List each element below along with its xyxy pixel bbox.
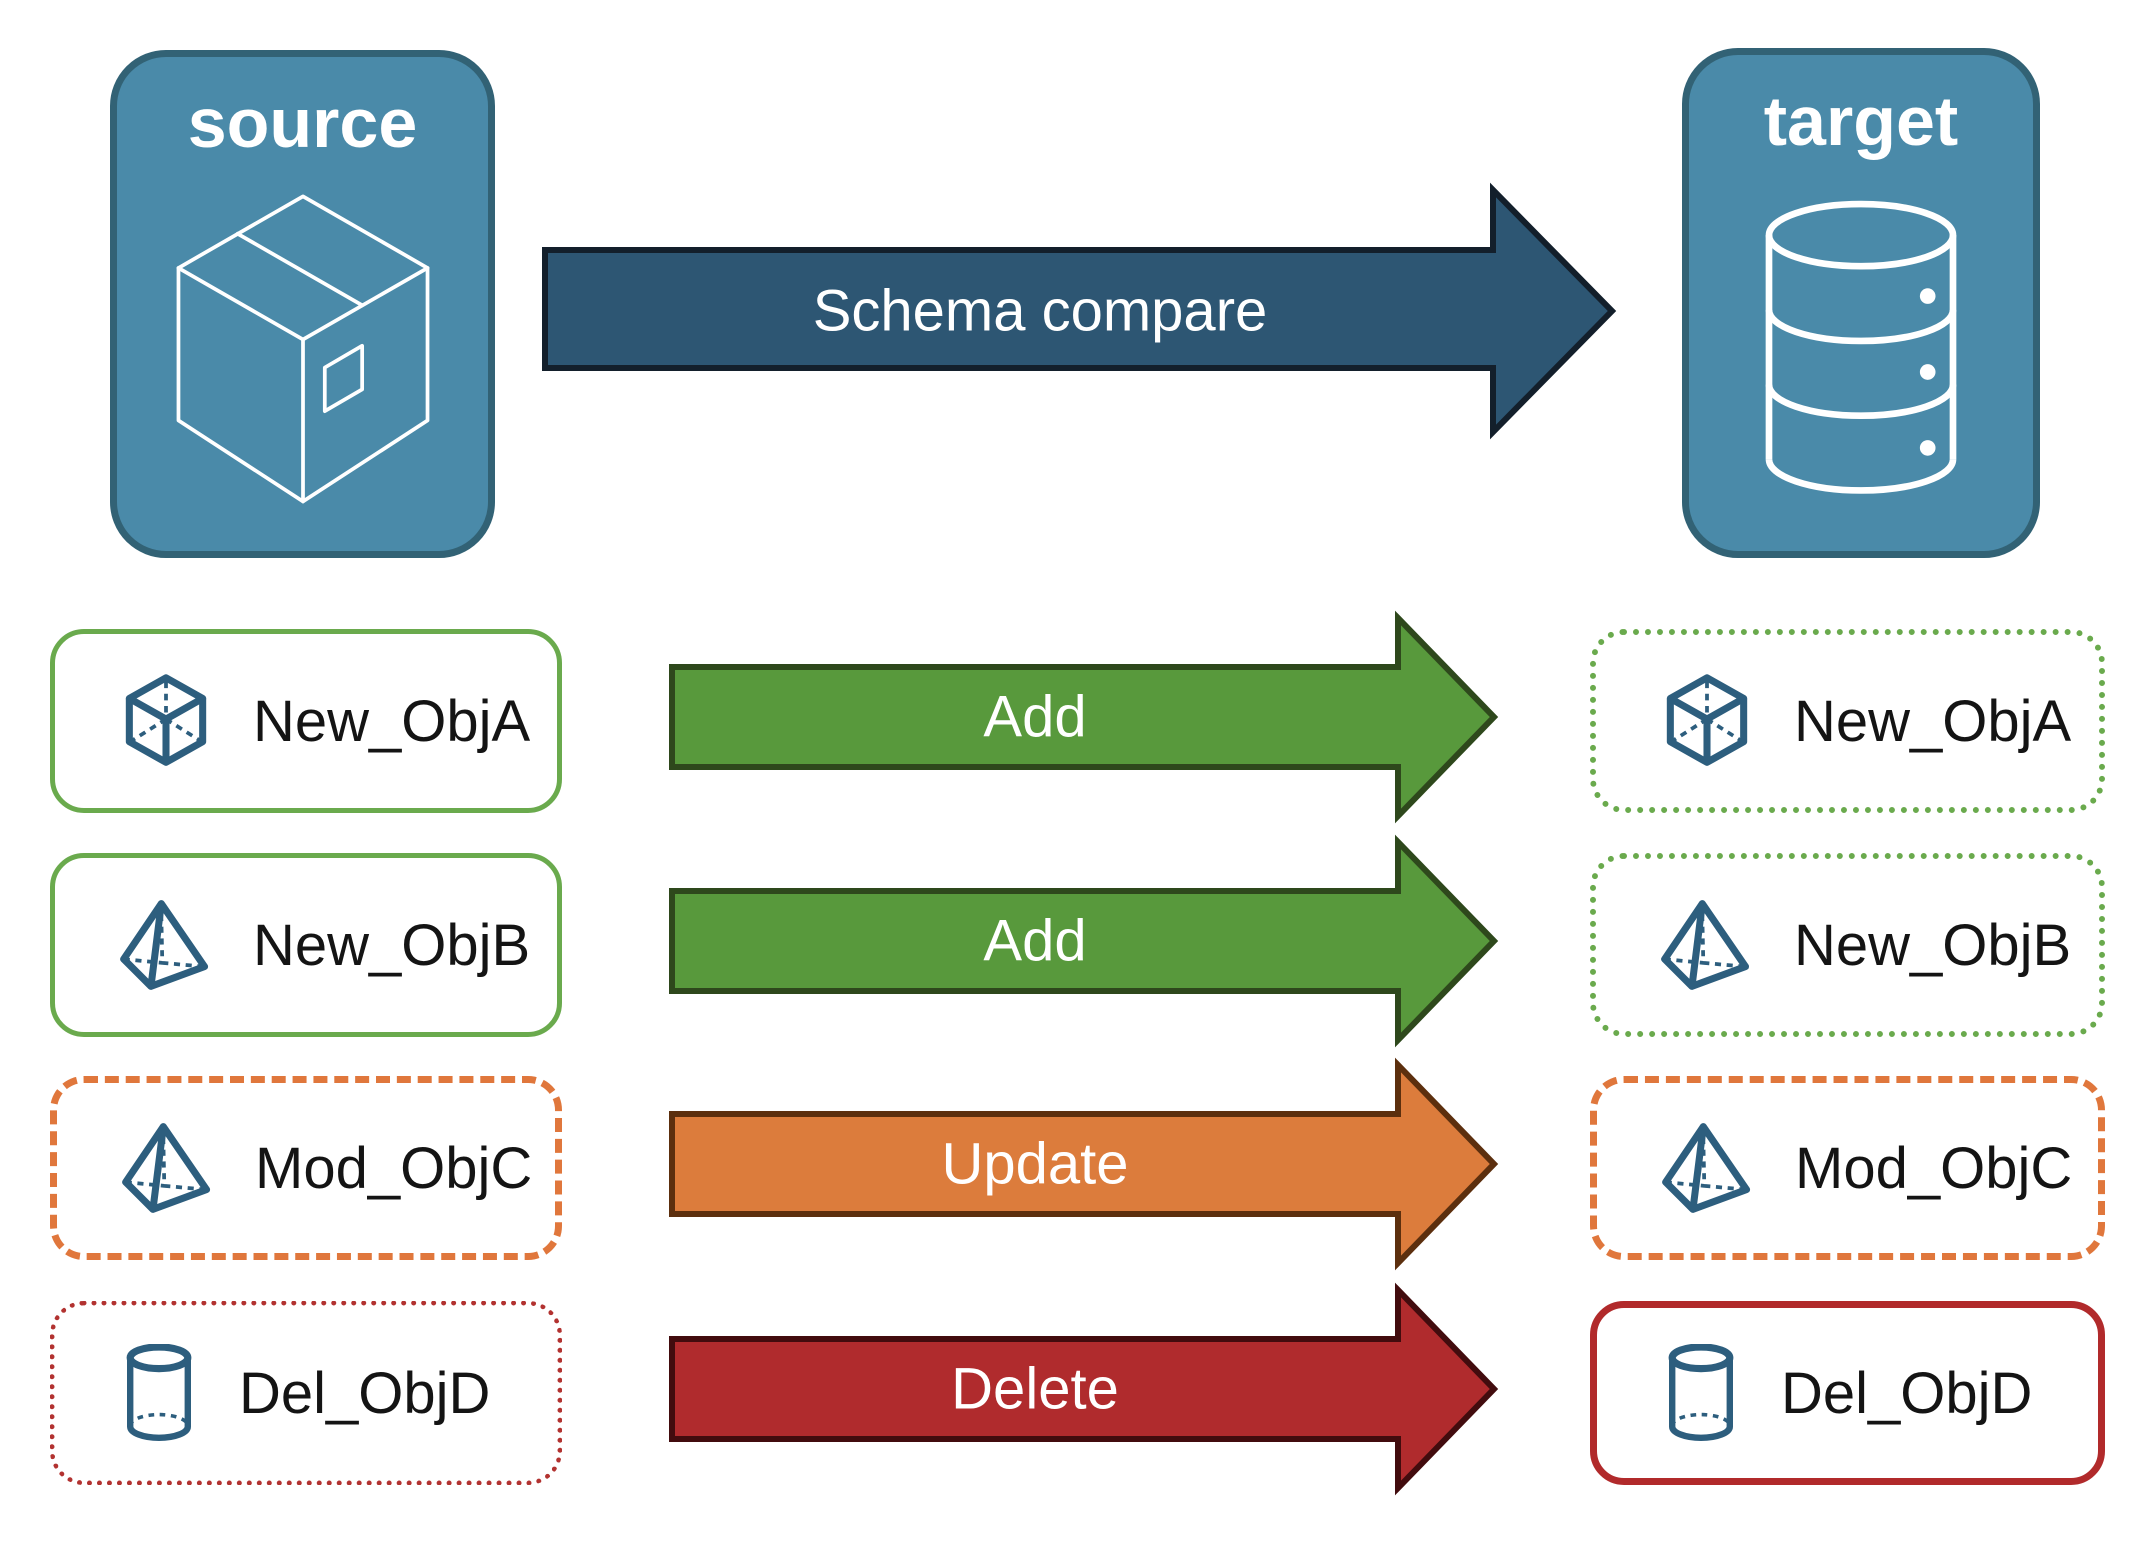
target-panel-title: target <box>1763 82 1959 160</box>
pyramid-icon <box>120 900 209 990</box>
object-name-label: New_ObjA <box>253 688 531 754</box>
object-name-label: Del_ObjD <box>1781 1360 2033 1426</box>
source-panel: source <box>110 50 495 558</box>
target-panel: target <box>1682 48 2040 558</box>
action-arrow: Add <box>669 610 1499 824</box>
source-object-card: New_ObjB <box>50 853 562 1037</box>
target-object-card: New_ObjB <box>1590 853 2105 1037</box>
object-name-label: Mod_ObjC <box>1795 1135 2073 1201</box>
object-name-label: Mod_ObjC <box>255 1135 533 1201</box>
action-arrow: Update <box>669 1057 1499 1271</box>
database-icon <box>1765 200 1957 494</box>
source-object-card: Del_ObjD <box>50 1301 562 1485</box>
target-object-card: Del_ObjD <box>1590 1301 2105 1485</box>
pyramid-icon <box>122 1123 211 1213</box>
target-object-card: Mod_ObjC <box>1590 1076 2105 1260</box>
schema-compare-arrow: Schema compare <box>542 182 1617 440</box>
pyramid-icon <box>1662 1123 1751 1213</box>
object-name-label: New_ObjB <box>1794 912 2072 978</box>
object-name-label: New_ObjA <box>1794 688 2072 754</box>
target-object-card: New_ObjA <box>1590 629 2105 813</box>
package-icon <box>176 193 429 503</box>
object-name-label: Del_ObjD <box>239 1360 491 1426</box>
source-object-card: Mod_ObjC <box>50 1076 562 1260</box>
action-arrow: Add <box>669 834 1499 1048</box>
cylinder-icon <box>1668 1344 1734 1441</box>
action-arrow-label: Add <box>983 909 1086 974</box>
action-arrow-label: Add <box>983 685 1086 750</box>
action-arrow: Delete <box>669 1282 1499 1496</box>
object-name-label: New_ObjB <box>253 912 531 978</box>
pyramid-icon <box>1661 900 1750 990</box>
action-arrow-label: Update <box>941 1132 1128 1197</box>
source-object-card: New_ObjA <box>50 629 562 813</box>
schema-compare-label: Schema compare <box>813 279 1268 344</box>
cube-icon <box>1666 674 1748 766</box>
action-arrow-label: Delete <box>951 1357 1119 1422</box>
cube-icon <box>125 674 207 766</box>
cylinder-icon <box>126 1344 192 1441</box>
source-panel-title: source <box>187 84 418 162</box>
